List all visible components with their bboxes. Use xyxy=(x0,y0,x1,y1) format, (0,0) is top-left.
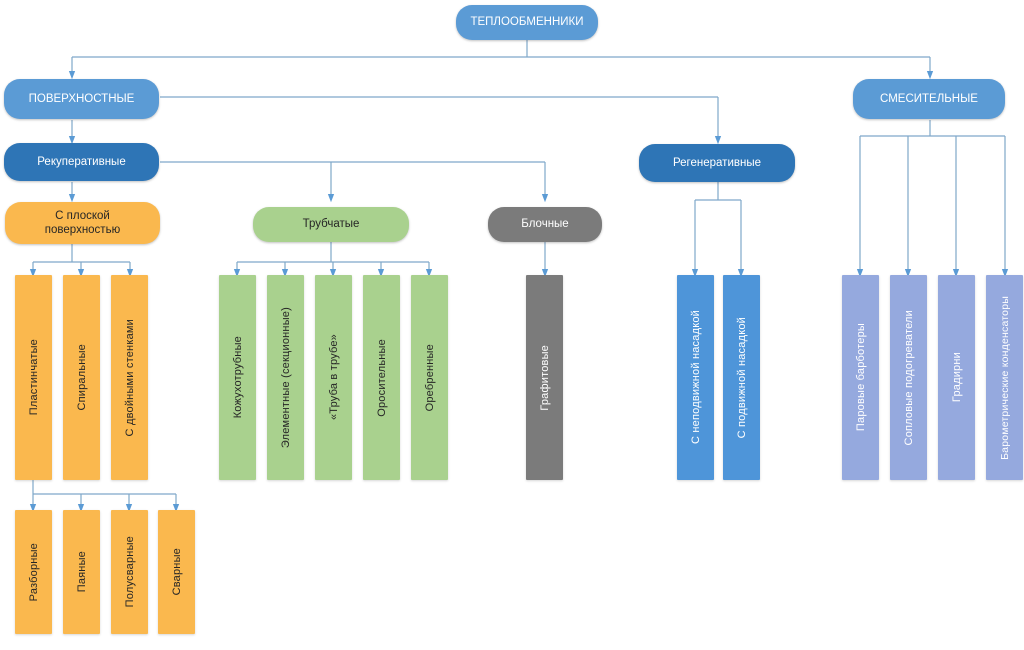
bar-shell-and-tube[interactable]: Кожухотрубные xyxy=(219,275,256,480)
node-block[interactable]: Блочные xyxy=(488,207,602,242)
bar-cooling-towers-label: Градирни xyxy=(950,352,963,403)
bar-plate-label: Пластинчатые xyxy=(27,339,40,416)
bar-nozzle-heaters-label: Сопловые подогреватели xyxy=(902,309,915,446)
bar-moving-packing[interactable]: С подвижной насадкой xyxy=(723,275,760,480)
bar-double-wall[interactable]: С двойными стенками xyxy=(111,275,148,480)
bar-barometric-condensers[interactable]: Барометрические конденсаторы xyxy=(986,275,1023,480)
bar-welded[interactable]: Сварные xyxy=(158,510,195,634)
bar-barometric-condensers-label: Барометрические конденсаторы xyxy=(998,295,1011,460)
bar-shell-and-tube-label: Кожухотрубные xyxy=(231,336,244,419)
bar-graphite[interactable]: Графитовые xyxy=(526,275,563,480)
node-mixing-label: СМЕСИТЕЛЬНЫЕ xyxy=(880,92,978,105)
node-recuperative[interactable]: Рекуперативные xyxy=(4,143,159,181)
bar-plate[interactable]: Пластинчатые xyxy=(15,275,52,480)
bar-tube-in-tube-label: «Труба в трубе» xyxy=(327,334,340,421)
bar-irrigation-label: Оросительные xyxy=(375,338,388,417)
bar-element-sectional-label: Элементные (секционные) xyxy=(279,306,292,449)
node-surface-type[interactable]: ПОВЕРХНОСТНЫЕ xyxy=(4,79,159,119)
bar-finned-label: Оребренные xyxy=(423,343,436,412)
bar-double-wall-label: С двойными стенками xyxy=(123,318,136,437)
bar-element-sectional[interactable]: Элементные (секционные) xyxy=(267,275,304,480)
bar-cooling-towers[interactable]: Градирни xyxy=(938,275,975,480)
bar-brazed-label: Паяные xyxy=(75,551,88,593)
node-tubular[interactable]: Трубчатые xyxy=(253,207,409,242)
bar-demountable[interactable]: Разборные xyxy=(15,510,52,634)
node-regenerative-label: Регенеративные xyxy=(673,156,761,169)
bar-demountable-label: Разборные xyxy=(27,542,40,602)
bar-fixed-packing-label: С неподвижной насадкой xyxy=(689,310,702,445)
bar-semi-welded-label: Полусварные xyxy=(123,536,136,608)
bar-brazed[interactable]: Паяные xyxy=(63,510,100,634)
node-flat-surface-label: С плоской поверхностью xyxy=(44,209,121,236)
bar-moving-packing-label: С подвижной насадкой xyxy=(735,316,748,439)
node-flat-surface[interactable]: С плоской поверхностью xyxy=(5,202,160,244)
bar-spiral[interactable]: Спиральные xyxy=(63,275,100,480)
node-root-heat-exchangers[interactable]: ТЕПЛООБМЕННИКИ xyxy=(456,5,598,40)
bar-finned[interactable]: Оребренные xyxy=(411,275,448,480)
node-block-label: Блочные xyxy=(521,218,569,231)
bar-tube-in-tube[interactable]: «Труба в трубе» xyxy=(315,275,352,480)
node-recuperative-label: Рекуперативные xyxy=(37,155,126,168)
bar-steam-bubblers[interactable]: Паровые барботеры xyxy=(842,275,879,480)
node-surface-label: ПОВЕРХНОСТНЫЕ xyxy=(28,92,135,105)
node-regenerative[interactable]: Регенеративные xyxy=(639,144,795,182)
bar-fixed-packing[interactable]: С неподвижной насадкой xyxy=(677,275,714,480)
bar-graphite-label: Графитовые xyxy=(538,344,551,411)
bar-spiral-label: Спиральные xyxy=(75,344,88,411)
node-mixing-type[interactable]: СМЕСИТЕЛЬНЫЕ xyxy=(853,79,1005,119)
bar-semi-welded[interactable]: Полусварные xyxy=(111,510,148,634)
bar-welded-label: Сварные xyxy=(170,548,183,596)
bar-irrigation[interactable]: Оросительные xyxy=(363,275,400,480)
bar-nozzle-heaters[interactable]: Сопловые подогреватели xyxy=(890,275,927,480)
node-tubular-label: Трубчатые xyxy=(302,218,360,231)
bar-steam-bubblers-label: Паровые барботеры xyxy=(854,323,867,432)
node-root-label: ТЕПЛООБМЕННИКИ xyxy=(470,16,584,29)
